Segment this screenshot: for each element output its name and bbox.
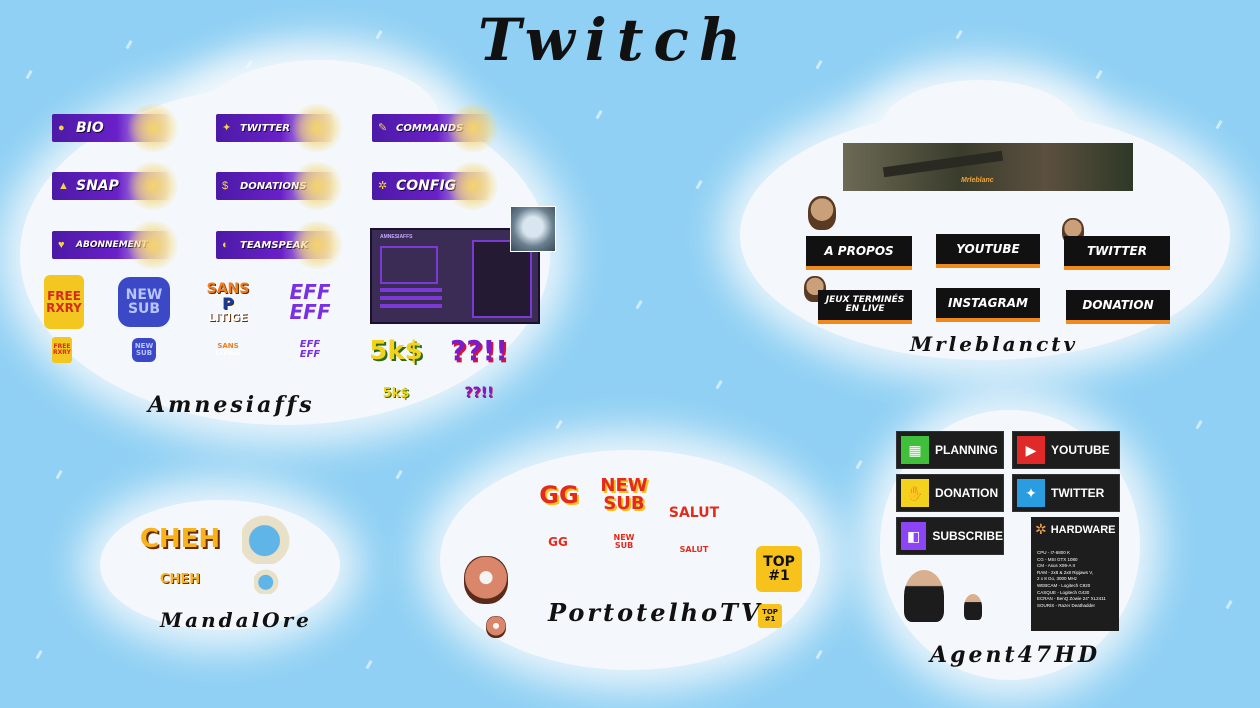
hardware-panel: ✲ HARDWARE CPU - I7-6800 K CG - MSI GTX …: [1031, 517, 1119, 631]
hardware-line: RAM - 2x8 & 2x8 Ripjaws V,: [1037, 569, 1094, 575]
abonnement-button[interactable]: ♥ ABONNEMENT: [52, 221, 180, 269]
coin-icon: $: [222, 180, 229, 192]
hardware-line: WEBCAM - Logitech C920: [1037, 582, 1091, 588]
donation-button[interactable]: ✋ DONATION: [896, 474, 1004, 512]
gear-icon: ✲: [1035, 521, 1047, 537]
donate-hand-icon: ✋: [901, 479, 929, 507]
channel-banner: Mrleblanc: [843, 143, 1133, 191]
emote-top1: TOP #1: [756, 546, 802, 592]
banner-tag: Mrleblanc: [961, 177, 994, 184]
emote-salut: SALUT: [668, 505, 720, 521]
twitter-button[interactable]: TWITTER: [1064, 236, 1170, 270]
twitter-button[interactable]: ✦ TWITTER: [1012, 474, 1120, 512]
stream-overlay-preview: AMNESIAFFS: [370, 228, 540, 324]
hardware-line: CPU - I7-6800 K: [1037, 550, 1071, 555]
emote-beer-small: [254, 568, 280, 594]
overlay-chat-frame: [472, 240, 532, 318]
hardware-line: ECRAN - BenQ Zowie 24" XL2411: [1037, 596, 1106, 602]
overlay-bar: [380, 288, 442, 292]
section-name-portotelho: PortotelhoTV: [548, 598, 763, 627]
streamer-face-cam: [510, 206, 556, 252]
hardware-line: CM - Asus X99-A II: [1037, 563, 1076, 569]
emote-gg-small: GG: [548, 535, 568, 549]
donations-button[interactable]: $ DONATIONS: [216, 162, 344, 210]
heart-icon: ♥: [58, 239, 65, 251]
emote-5k-small: 5k$: [382, 385, 410, 401]
emote-shocked-face-small: [486, 616, 506, 638]
emote-new-sub-small: NEW SUB: [613, 533, 635, 550]
emote-top1-small: TOP #1: [758, 604, 782, 628]
youtube-icon: ▶: [1017, 436, 1045, 464]
emote-question-exclaim-small: ??!!: [464, 385, 494, 401]
bio-button[interactable]: ● BIO: [52, 104, 180, 152]
emote-cheh-small: CHEH: [159, 571, 201, 587]
gear-icon: ✲: [378, 180, 388, 192]
emote-new-sub: NEW SUB: [600, 475, 648, 514]
calendar-icon: ▦: [901, 436, 929, 464]
planning-button[interactable]: ▦ PLANNING: [896, 431, 1004, 469]
youtube-button[interactable]: ▶ YOUTUBE: [1012, 431, 1120, 469]
section-name-amnesiaffs: Amnesiaffs: [148, 392, 315, 418]
commands-button[interactable]: ✎ COMMANDS: [372, 104, 500, 152]
hardware-line: SOURIS - Razer Deathadder: [1037, 602, 1096, 608]
paypal-icon: P: [222, 293, 234, 313]
donation-button[interactable]: DONATION: [1066, 290, 1170, 324]
agent-character: [904, 570, 944, 622]
avatar: [808, 196, 836, 230]
page-title: Twitch: [478, 6, 752, 74]
cloud-mandalore: [100, 500, 340, 630]
overlay-cam-frame: [380, 246, 438, 284]
emote-cheh: CHEH: [139, 524, 221, 554]
section-name-mrleblanctv: Mrleblanctv: [910, 332, 1079, 356]
instagram-button[interactable]: INSTAGRAM: [936, 288, 1040, 322]
emote-gg: GG: [539, 481, 579, 509]
hardware-line: CG - MSI GTX 1080: [1037, 556, 1078, 562]
banner-weapon: [882, 150, 1004, 178]
section-name-agent: Agent47HD: [930, 642, 1101, 668]
user-icon: ●: [58, 122, 65, 134]
emote-question-exclaim: ??!!: [449, 334, 509, 367]
a-propos-button[interactable]: A PROPOS: [806, 236, 912, 270]
overlay-bar: [380, 296, 442, 300]
subscribe-button[interactable]: ◧ SUBSCRIBE: [896, 517, 1004, 555]
snap-button[interactable]: ▲ SNAP: [52, 162, 180, 210]
emote-5k: 5k$: [369, 336, 423, 366]
agent-character-small: [964, 594, 982, 620]
emote-salut-small: SALUT: [679, 545, 709, 554]
youtube-button[interactable]: YOUTUBE: [936, 234, 1040, 268]
overlay-label: AMNESIAFFS: [380, 234, 413, 240]
emote-beer: [242, 512, 292, 564]
emote-shocked-face: [464, 556, 508, 604]
headset-icon: ◐: [222, 239, 229, 251]
config-button[interactable]: ✲ CONFIG: [372, 162, 500, 210]
teamspeak-button[interactable]: ◐ TEAMSPEAK: [216, 221, 344, 269]
jeux-termines-button[interactable]: JEUX TERMINÉS EN LIVE: [818, 290, 912, 324]
twitter-icon: ✦: [222, 122, 232, 134]
twitter-button[interactable]: ✦ TWITTER: [216, 104, 344, 152]
snapchat-icon: ▲: [58, 180, 69, 192]
edit-icon: ✎: [378, 122, 388, 134]
hardware-line: CASQUE - Logitech G430: [1037, 589, 1090, 595]
overlay-bar: [380, 304, 442, 308]
section-name-mandalore: MandalOre: [160, 608, 312, 632]
hardware-line: 2 x 8 Go, 3000 MHz: [1037, 576, 1078, 582]
twitter-icon: ✦: [1017, 479, 1045, 507]
twitch-icon: ◧: [901, 522, 927, 550]
